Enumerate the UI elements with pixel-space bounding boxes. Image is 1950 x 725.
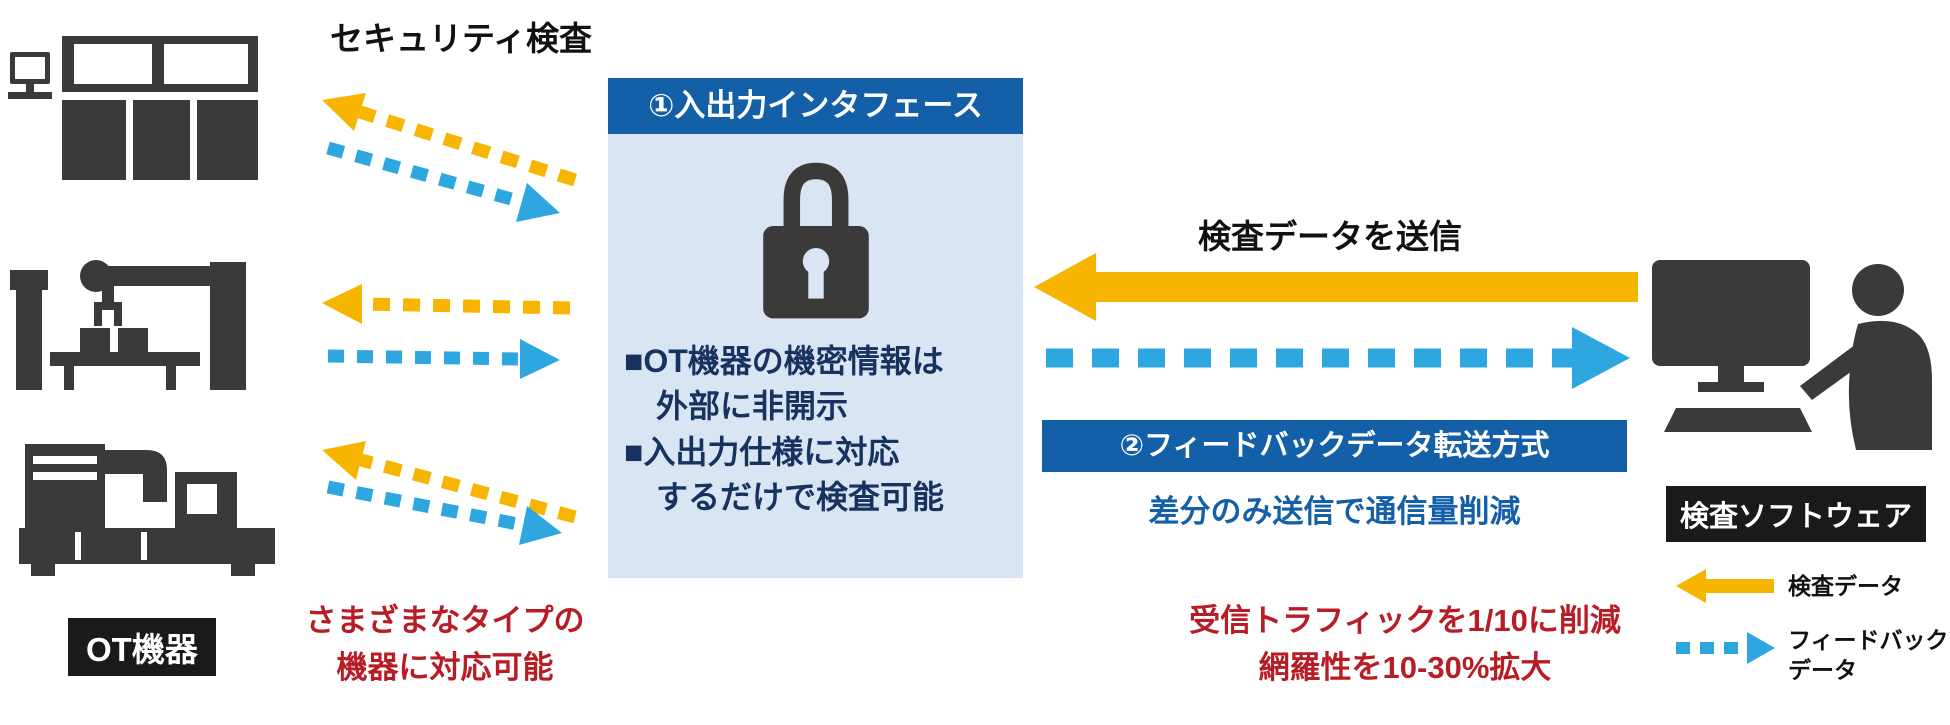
inspection-arrow-top <box>322 93 577 187</box>
inspection-arrow-bottom <box>322 441 577 524</box>
io-interface-body: ■OT機器の機密情報は 外部に非開示 ■入出力仕様に対応 するだけで検査可能 <box>608 134 1023 521</box>
feedback-data-arrow <box>1046 327 1630 389</box>
feedback-transfer-body: 差分のみ送信で通信量削減 <box>1148 494 1521 529</box>
software-note: 受信トラフィックを1/10に削減 網羅性を10-30%拡大 <box>1189 603 1621 685</box>
production-line-icon <box>8 36 258 180</box>
lock-icon <box>762 162 869 319</box>
security-inspection-title: セキュリティ検査 <box>330 20 593 57</box>
feedback-arrow-top <box>326 141 560 222</box>
legend-inspection-label: 検査データ <box>1788 573 1903 599</box>
feedback-arrow-middle <box>327 339 560 379</box>
inspection-software-label: 検査ソフトウェア <box>1666 486 1927 542</box>
send-data-label: 検査データを送信 <box>1198 218 1462 255</box>
legend-feedback-arrow <box>1676 632 1775 664</box>
operator-computer-icon <box>1652 260 1932 450</box>
io-interface-box: ①入出力インタフェース ■OT機器の機密情報は 外部に非開示 ■入出力仕様に対応… <box>608 78 1023 578</box>
inspection-data-arrow <box>1034 253 1638 321</box>
feedback-transfer-box: ②フィードバックデータ転送方式 差分のみ送信で通信量削減 <box>1042 420 1627 551</box>
ot-note: さまざまなタイプの 機器に対応可能 <box>305 603 585 685</box>
feedback-arrow-bottom <box>326 480 562 545</box>
robot-arm-icon <box>10 260 246 390</box>
feedback-transfer-header: ②フィードバックデータ転送方式 <box>1042 420 1627 472</box>
io-interface-header: ①入出力インタフェース <box>608 78 1023 134</box>
inspection-arrow-middle <box>322 284 571 324</box>
machine-tool-icon <box>19 444 275 576</box>
legend-feedback-label: フィードバック データ <box>1788 627 1949 683</box>
legend-inspection-arrow <box>1676 569 1774 603</box>
ot-equipment-label: OT機器 <box>68 618 216 676</box>
io-interface-bullets: ■OT機器の機密情報は 外部に非開示 ■入出力仕様に対応 するだけで検査可能 <box>624 343 945 516</box>
